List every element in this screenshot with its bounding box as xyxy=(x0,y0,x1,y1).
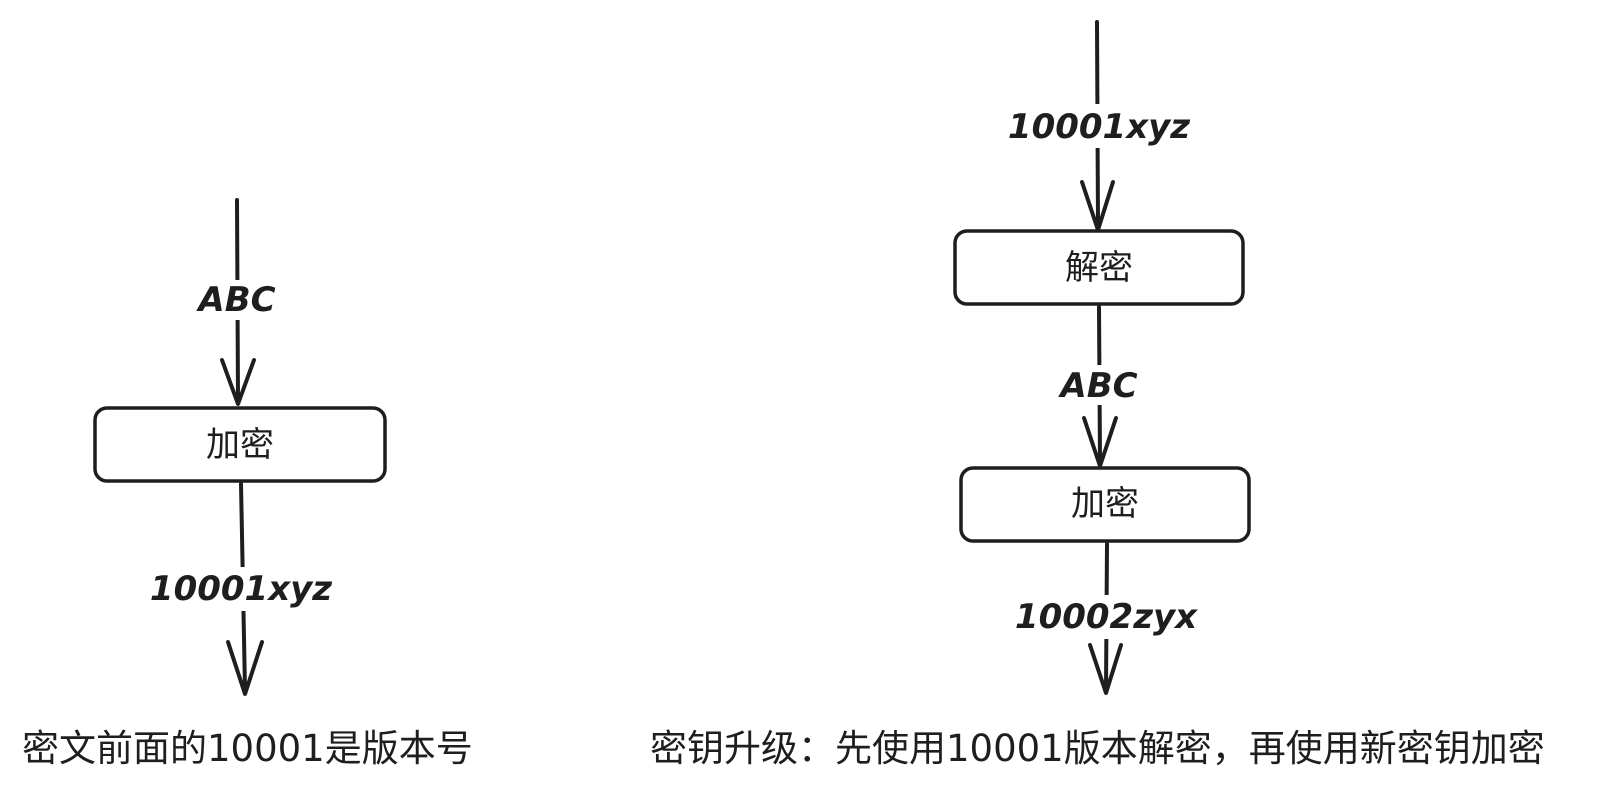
right-decrypt-box[interactable] xyxy=(953,229,1245,306)
right-encrypt-label: 加密 xyxy=(1071,484,1139,524)
right-flow: 10001xyz 解密 ABC 加密 10002zyx 密钥升级：先使用1000… xyxy=(650,20,1545,770)
right-input-label: 10001xyz xyxy=(1008,107,1190,147)
right-middle-label: ABC xyxy=(1057,366,1137,406)
right-encrypt-box[interactable] xyxy=(959,466,1251,543)
left-flow: ABC 加密 10001xyz 密文前面的10001是版本号 xyxy=(22,198,473,770)
left-output-label: 10001xyz xyxy=(150,569,332,609)
left-encrypt-box[interactable] xyxy=(93,406,387,483)
left-caption: 密文前面的10001是版本号 xyxy=(22,727,473,770)
right-output-label: 10002zyx xyxy=(1015,597,1198,637)
left-input-label: ABC xyxy=(195,280,275,320)
right-decrypt-label: 解密 xyxy=(1065,248,1133,288)
right-caption: 密钥升级：先使用10001版本解密，再使用新密钥加密 xyxy=(650,727,1545,770)
left-encrypt-label: 加密 xyxy=(206,425,274,465)
